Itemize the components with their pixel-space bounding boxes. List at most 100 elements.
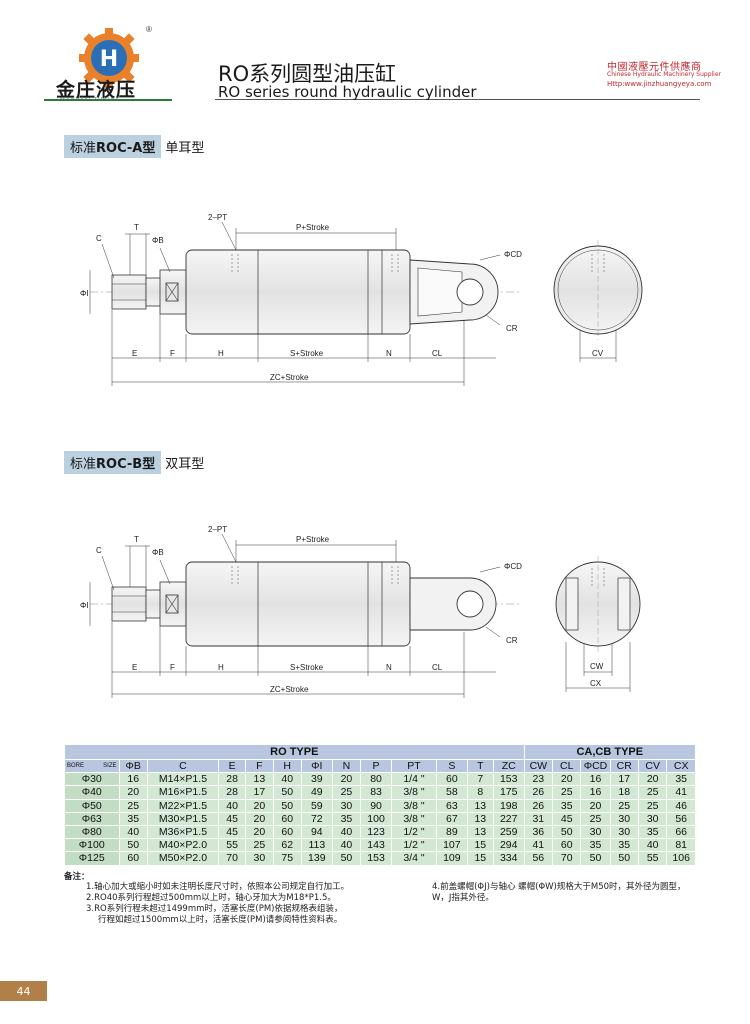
label-b-cl: CL <box>432 663 443 672</box>
note-item: 2.RO40系列行程超过500mm以上时，轴心牙加大为M18*P1.5。 <box>86 893 336 903</box>
table-cell: 20 <box>245 811 274 826</box>
table-cell: 16 <box>580 772 611 787</box>
table-cell: 20 <box>637 772 668 787</box>
supplier-url: Http:www.jinzhuangyeya.com <box>607 80 712 88</box>
table-cell: 66 <box>666 824 696 840</box>
table-cell: 17 <box>245 785 274 800</box>
table-cell: 30 <box>609 824 639 840</box>
table-cell: M16×P1.5 <box>146 785 220 800</box>
supplier-en: Chinese Hydraulic Machinery Supplier <box>607 71 721 78</box>
label-b-p-stroke: P+Stroke <box>296 535 330 544</box>
table-cell: 30 <box>637 811 668 826</box>
label-c: C <box>96 234 102 243</box>
table-cell: 35 <box>609 838 639 853</box>
table-cell: 40 <box>331 824 362 840</box>
table-cell: M14×P1.5 <box>146 772 220 787</box>
label-s-stroke: S+Stroke <box>290 349 324 358</box>
cylinder-body-b <box>185 561 411 647</box>
table-cell: 75 <box>272 851 302 866</box>
table-cell: 40 <box>331 838 362 853</box>
table-cell: 20 <box>331 772 362 787</box>
table-cell: 15 <box>466 851 494 866</box>
table-cell: 3/4 " <box>390 851 437 866</box>
label-zc-stroke: ZC+Stroke <box>270 373 309 382</box>
col-header: CW <box>523 758 554 774</box>
bore-cell: Φ63 <box>64 811 120 826</box>
section-b-prefix: 标准 <box>70 456 97 472</box>
table-cell: 107 <box>435 838 468 853</box>
col-header: ΦB <box>118 758 148 774</box>
table-cell: M36×P1.5 <box>146 824 220 840</box>
table-cell: 25 <box>609 798 639 813</box>
table-cell: 13 <box>245 772 274 787</box>
label-h: H <box>218 349 224 358</box>
label-t: T <box>134 223 139 232</box>
table-cell: 55 <box>217 838 247 853</box>
col-header: E <box>217 758 247 774</box>
table-cell: 25 <box>552 785 582 800</box>
table-cell: 60 <box>435 772 468 787</box>
table-cell: 39 <box>300 772 333 787</box>
roc-a-drawing: C T ΦB 2–PT P+Stroke ΦI ΦCD CR E F H S+S… <box>80 213 643 386</box>
label-b-cd: ΦCD <box>504 562 522 571</box>
notes-col-1: 1.轴心加大或缩小时如未注明长度尺寸时，依照本公司规定自行加工。 2.RO40系… <box>86 882 446 926</box>
notes-col-2: 4.前盖螺帽(ΦJ)与轴心 螺帽(ΦW)规格大于M50时，其外径为圆型，W，J指… <box>432 882 702 904</box>
label-cl: CL <box>432 349 443 358</box>
table-cell: 50 <box>272 798 302 813</box>
col-header: CL <box>552 758 582 774</box>
bore-cell: Φ40 <box>64 785 120 800</box>
label-e: E <box>132 349 137 358</box>
table-cell: 25 <box>637 785 668 800</box>
table-cell: 113 <box>300 838 333 853</box>
col-header: N <box>331 758 362 774</box>
table-cell: 20 <box>118 785 148 800</box>
table-cell: 15 <box>466 838 494 853</box>
table-cell: 35 <box>552 798 582 813</box>
table-cell: 259 <box>492 824 525 840</box>
table-cell: 31 <box>523 811 554 826</box>
label-cw: CW <box>590 662 604 671</box>
table-corner: SIZE BORE <box>64 758 120 774</box>
table-cell: 55 <box>637 851 668 866</box>
bore-cell: Φ30 <box>64 772 120 787</box>
table-cell: 49 <box>300 785 333 800</box>
table-cell: 3/8 " <box>390 798 437 813</box>
section-b-suffix: 双耳型 <box>165 456 205 472</box>
table-cell: 30 <box>609 811 639 826</box>
label-b-i: ΦI <box>80 601 89 610</box>
table-cell: 45 <box>552 811 582 826</box>
col-header: PT <box>390 758 437 774</box>
table-cell: 62 <box>272 838 302 853</box>
table-cell: 40 <box>217 798 247 813</box>
table-cell: 60 <box>272 824 302 840</box>
table-cell: 18 <box>609 785 639 800</box>
label-b-cr: CR <box>506 636 518 645</box>
table-cell: 40 <box>118 824 148 840</box>
table-cell: 25 <box>331 785 362 800</box>
company-logo: H ® <box>79 25 152 88</box>
note-item: 4.前盖螺帽(ΦJ)与轴心 螺帽(ΦW)规格大于M50时，其外径为圆型，W，J指… <box>432 882 686 903</box>
table-cell: 35 <box>637 824 668 840</box>
table-cell: 58 <box>435 785 468 800</box>
page-number: 44 <box>0 981 47 1001</box>
col-header: ΦCD <box>580 758 611 774</box>
note-item: 3.RO系列行程未超过1499mm时，活塞长度(PM)依据规格表组装， <box>86 904 343 914</box>
corner-bore-label: BORE <box>67 763 85 770</box>
table-cell: 26 <box>523 785 554 800</box>
note-item: 行程如超过1500mm以上时，活塞长度(PM)请参阅特性资料表。 <box>98 915 343 925</box>
table-cell: 123 <box>360 824 392 840</box>
col-header: H <box>272 758 302 774</box>
table-cell: 81 <box>666 838 696 853</box>
label-pt: 2–PT <box>208 213 227 222</box>
table-cell: M50×P2.0 <box>146 851 220 866</box>
label-cx: CX <box>590 679 602 688</box>
label-cd: ΦCD <box>504 250 522 259</box>
label-b-s-stroke: S+Stroke <box>290 663 324 672</box>
